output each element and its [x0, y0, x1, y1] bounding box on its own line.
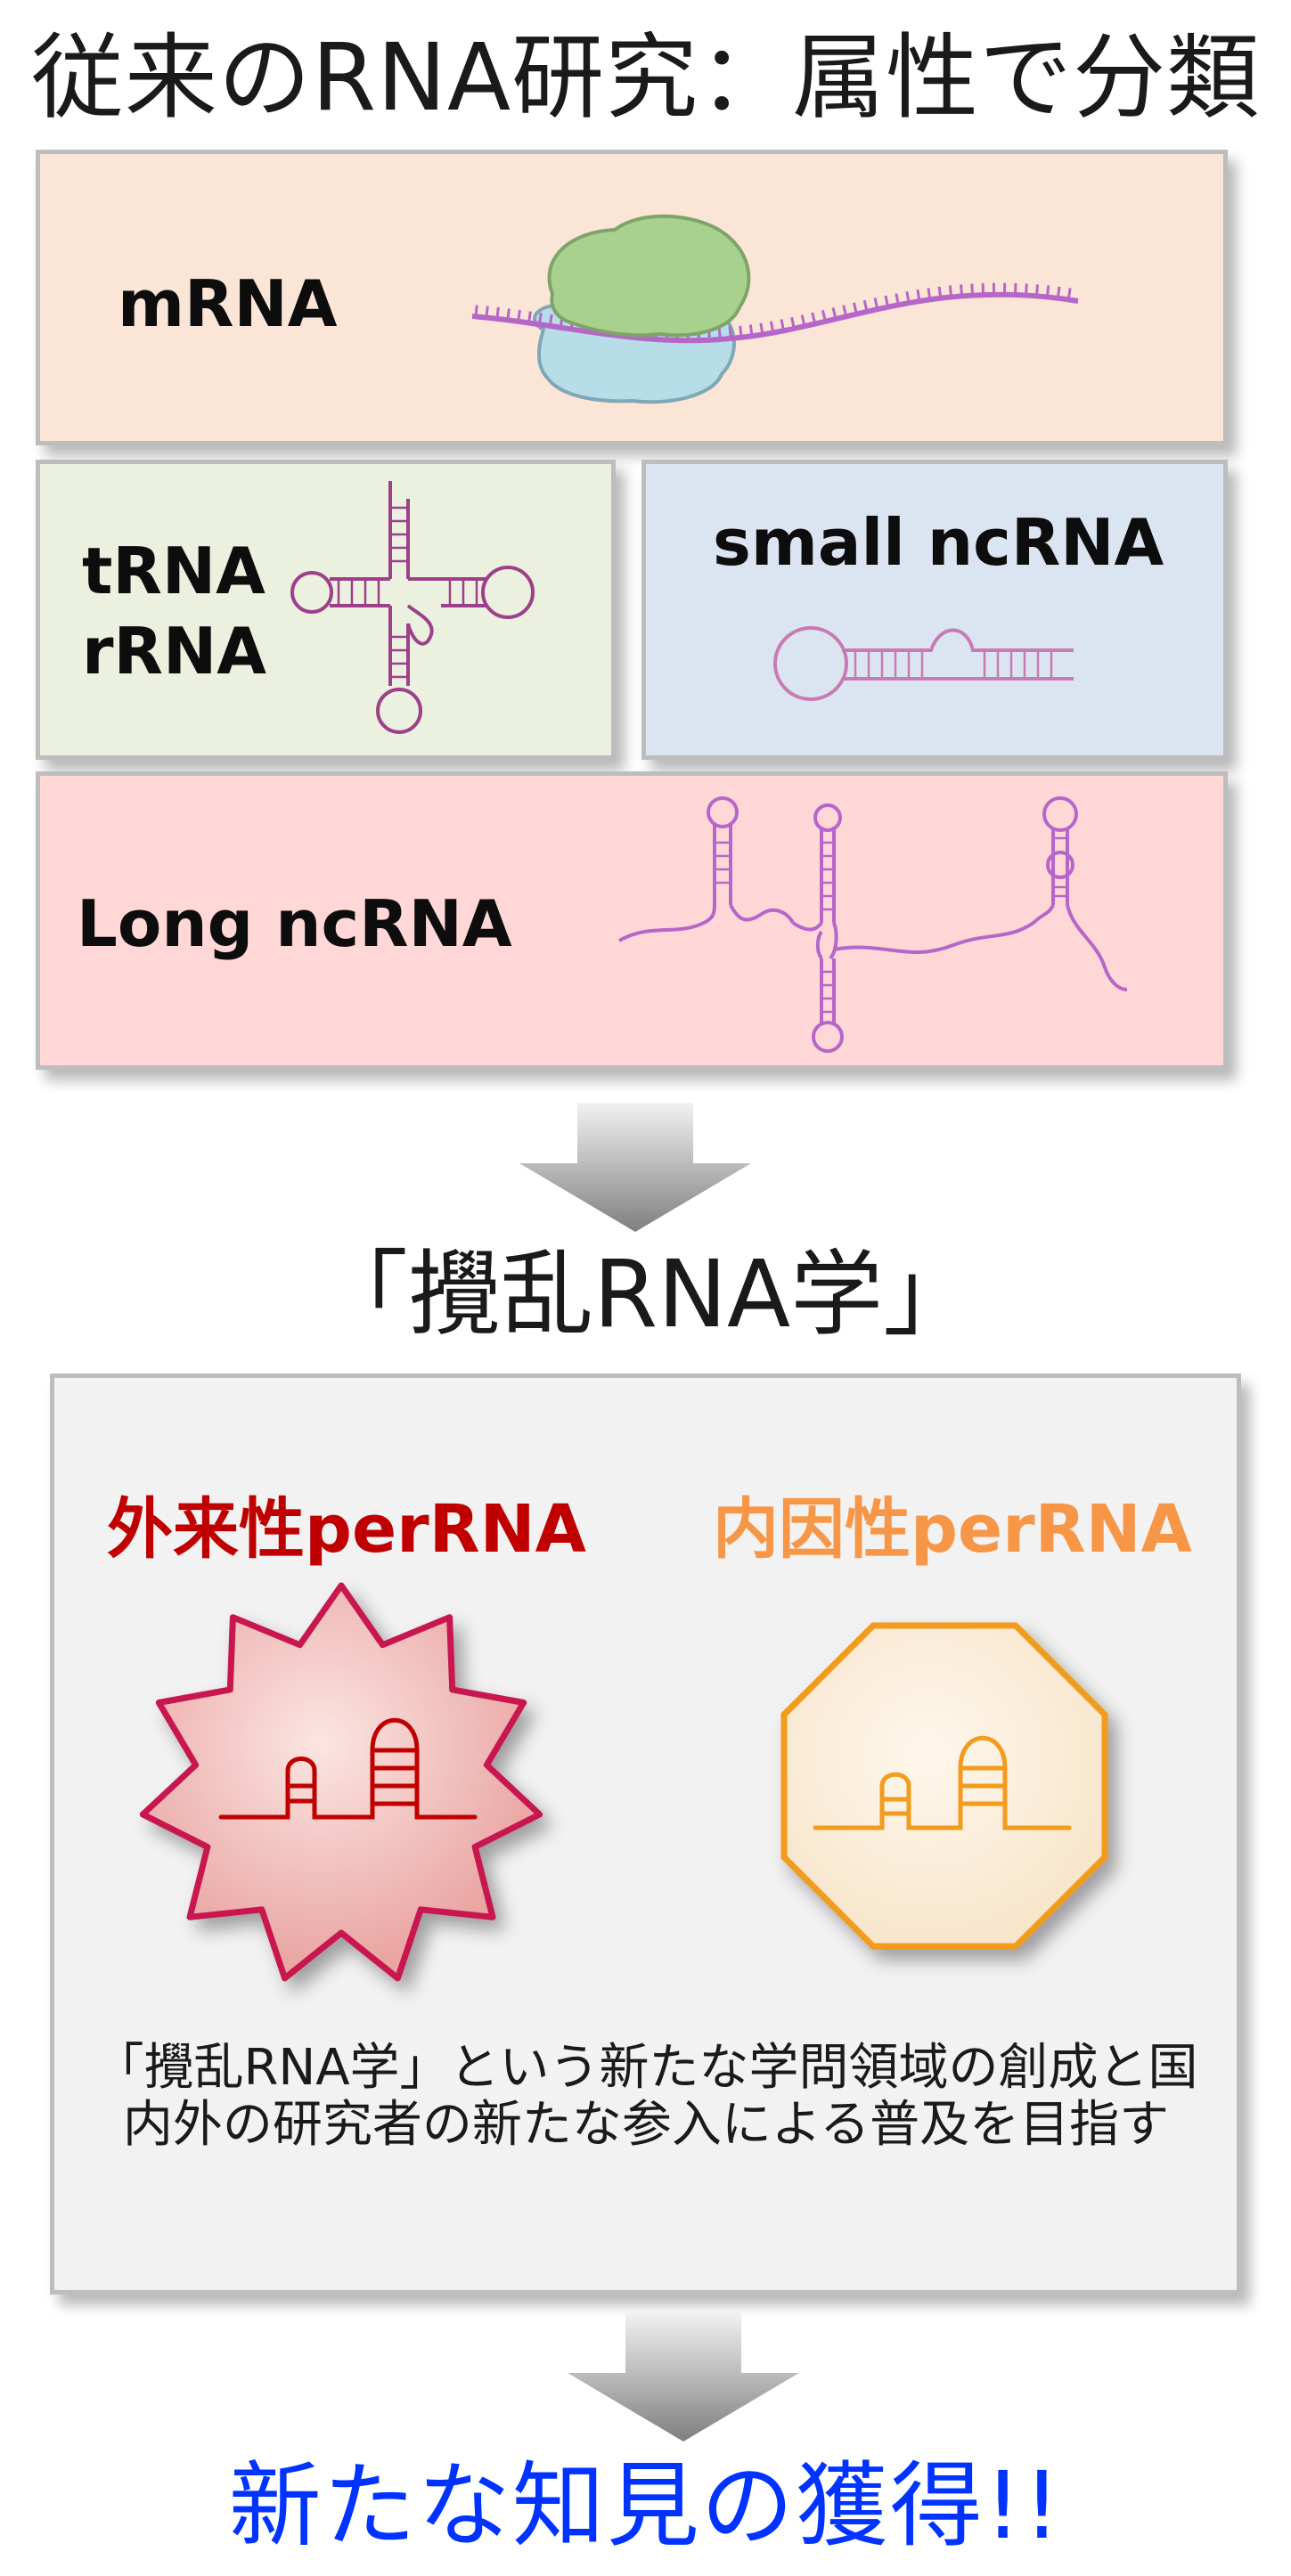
- ribosome-large-subunit: [547, 214, 751, 338]
- long-ncrna-panel: [36, 771, 1228, 1070]
- mrna-label: mRNA: [118, 266, 338, 341]
- long-ncrna-illustration: [618, 796, 1128, 1053]
- exogenous-perrna-label: 外来性perRNA: [107, 1491, 586, 1568]
- trna-cloverleaf-illustration: [290, 481, 535, 734]
- goal-description: 「攪乱RNA学」という新たな学問領域の創成と国内外の研究者の新たな参入による普及…: [94, 2039, 1198, 2154]
- page-title: 従来のRNA研究：属性で分類: [30, 23, 1261, 132]
- down-arrow-icon: [568, 2312, 799, 2441]
- endogenous-perrna-icon: [780, 1622, 1108, 1950]
- ribosome-mrna-illustration: [471, 214, 1079, 404]
- rrna-label: rRNA: [82, 614, 266, 689]
- exogenous-perrna-icon: [139, 1582, 543, 1982]
- long-ncrna-label: Long ncRNA: [77, 886, 512, 961]
- final-outcome-text: 新たな知見の獲得!!: [228, 2451, 1063, 2560]
- trna-rrna-panel: [36, 460, 616, 760]
- down-arrow-icon: [519, 1103, 751, 1232]
- small-ncrna-panel: [641, 460, 1228, 760]
- endogenous-perrna-label: 内因性perRNA: [713, 1491, 1192, 1568]
- hairpin-illustration: [773, 626, 1074, 701]
- perrna-heading: 「攪乱RNA学」: [315, 1240, 976, 1349]
- trna-label: tRNA: [82, 534, 266, 608]
- small-ncrna-label: small ncRNA: [713, 505, 1164, 580]
